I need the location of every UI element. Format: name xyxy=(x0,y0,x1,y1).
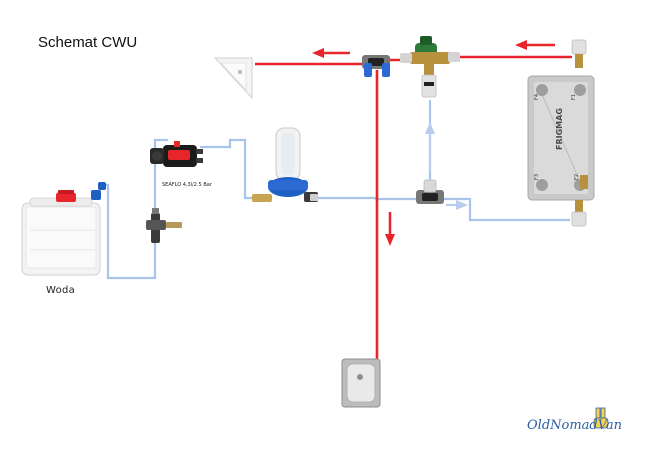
peace-hand-logo xyxy=(593,407,609,429)
shower-tray xyxy=(213,57,253,100)
water-filter xyxy=(252,127,318,202)
exchanger-fittings-top xyxy=(571,39,587,68)
cold-pipe-filter-to-tee xyxy=(318,196,420,201)
tank-label: Woda xyxy=(46,285,76,296)
pump-label: SEAFLO 4,3l/2.5 Bar xyxy=(162,182,213,188)
exchanger-port-f4: F4 xyxy=(534,94,540,100)
pump xyxy=(150,141,203,167)
cold-pipe-tee-to-exchanger xyxy=(440,197,570,222)
hot-flow-arrow-left xyxy=(312,48,350,58)
hot-water-pipes xyxy=(255,55,572,360)
cold-flow-arrow-up xyxy=(425,122,435,172)
exchanger-fittings-bottom xyxy=(571,200,587,227)
water-tank xyxy=(21,182,106,276)
exchanger-port-f2: F2 xyxy=(574,174,580,180)
cold-flow-arrow-right xyxy=(446,200,468,210)
exchanger-side-fitting xyxy=(580,175,588,189)
cold-water-pipes xyxy=(98,100,570,280)
tank-cap xyxy=(56,190,76,202)
hot-flow-arrow-down xyxy=(385,212,395,246)
diagram-title: Schemat CWU xyxy=(38,34,138,51)
cold-pipe-tank-to-valve xyxy=(106,208,157,280)
exchanger-port-f3: F3 xyxy=(534,174,540,180)
flow-arrows xyxy=(312,40,555,246)
exchanger-port-f1: F1 xyxy=(571,94,577,100)
cold-pipe-pump-to-filter xyxy=(200,138,252,200)
hot-flow-arrow-left-top xyxy=(515,40,555,50)
thermostatic-mixing-valve xyxy=(400,36,460,98)
kitchen-sink xyxy=(341,358,381,408)
cold-pipe-valve-to-pump xyxy=(153,138,168,215)
hot-tee-fitting xyxy=(362,55,390,77)
cold-tee-fitting xyxy=(416,179,444,204)
tank-blue-fitting xyxy=(91,182,106,200)
watermark-logo-text: OldNomadVan xyxy=(527,418,623,433)
strainer-valve xyxy=(146,208,182,243)
exchanger-brand: FRIGMAG xyxy=(555,108,564,150)
plate-heat-exchanger xyxy=(527,39,595,227)
